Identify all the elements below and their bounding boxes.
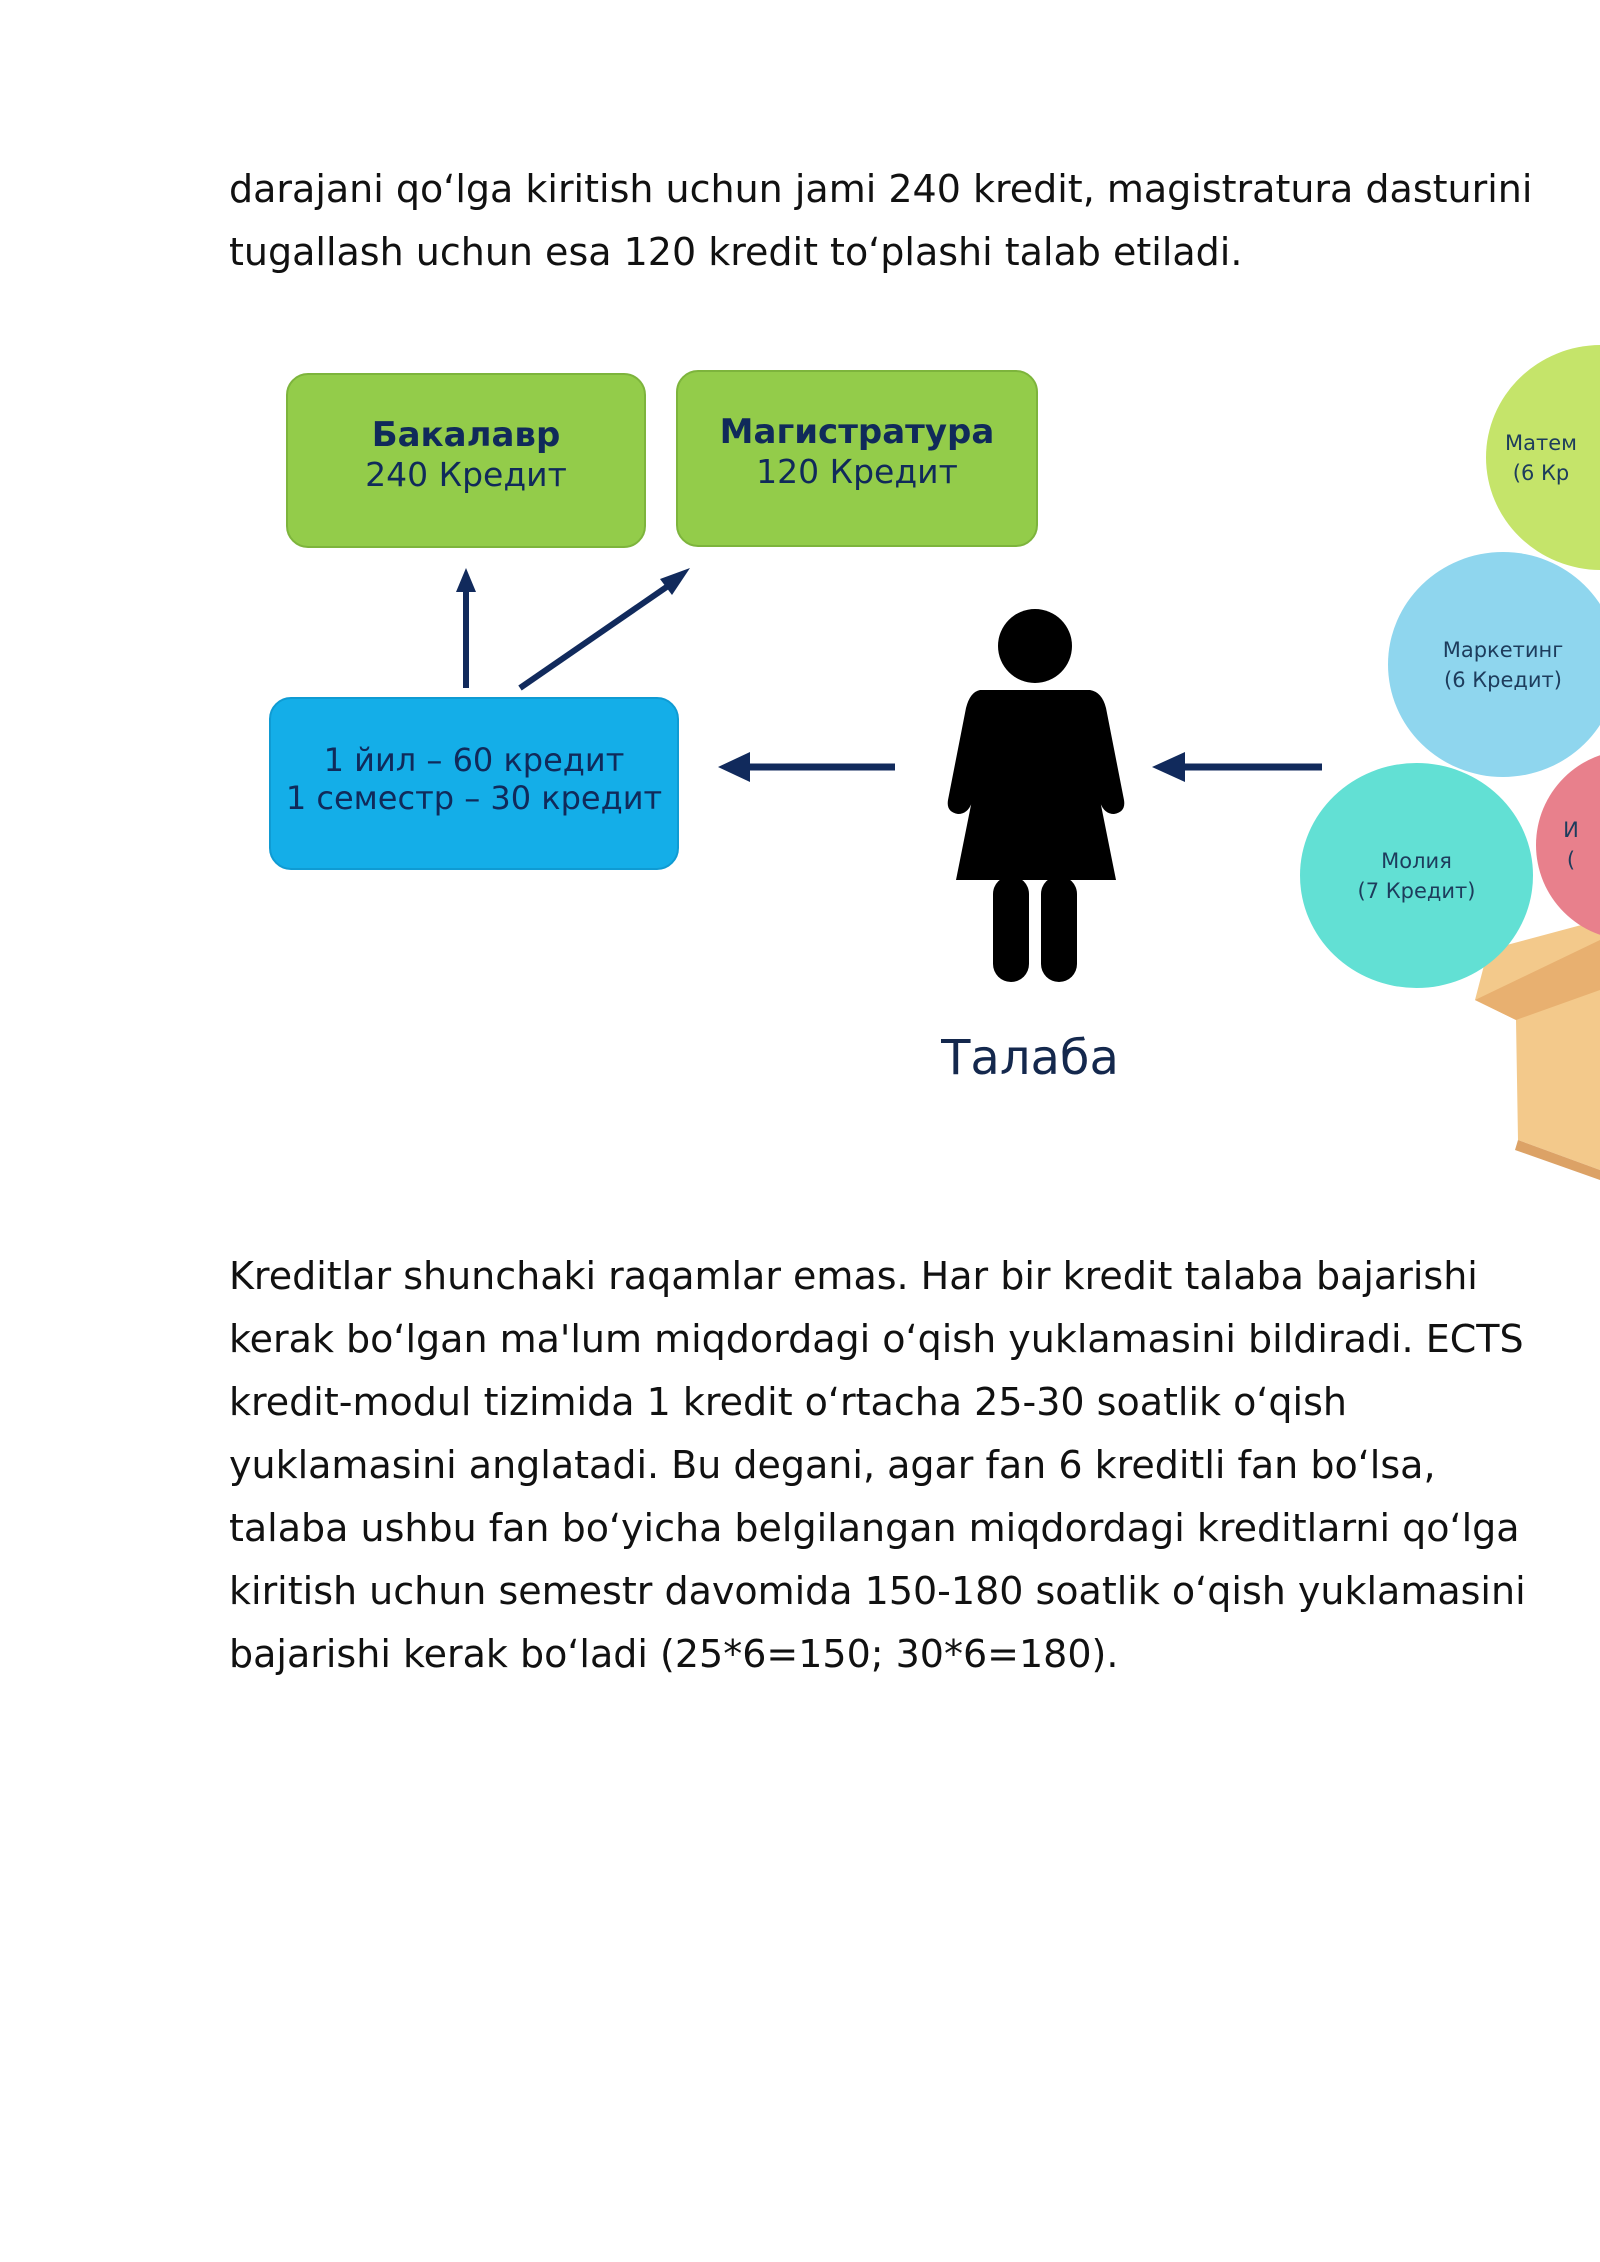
subject-name: Молия bbox=[1381, 848, 1452, 873]
subject-credits: (6 Кредит) bbox=[1444, 667, 1562, 692]
bachelor-credits: 240 Кредит bbox=[365, 455, 567, 494]
bachelor-box: Бакалавр 240 Кредит bbox=[286, 373, 646, 548]
arrow-diagonal-icon bbox=[518, 568, 690, 691]
master-title: Магистратура bbox=[719, 412, 995, 452]
subject-circle-math: Матем (6 Кр bbox=[1486, 345, 1600, 570]
box-stack-illustration bbox=[1475, 920, 1600, 1180]
semester-credits-line: 1 семестр – 30 кредит bbox=[285, 779, 663, 817]
master-box: Магистратура 120 Кредит bbox=[676, 370, 1038, 547]
year-credits-box: 1 йил – 60 кредит 1 семестр – 30 кредит bbox=[269, 697, 679, 870]
subject-credits: (6 Кр bbox=[1512, 460, 1570, 485]
subject-credits: (7 Кредит) bbox=[1357, 878, 1476, 903]
credit-diagram: Бакалавр 240 Кредит Магистратура 120 Кре… bbox=[0, 300, 1600, 1200]
text-line: bajarishi kerak bo‘ladi (25*6=150; 30*6=… bbox=[229, 1632, 1119, 1676]
text-line: darajani qo‘lga kiritish uchun jami 240 … bbox=[229, 167, 1533, 211]
master-credits: 120 Кредит bbox=[756, 452, 958, 491]
bachelor-title: Бакалавр bbox=[371, 415, 561, 455]
text-line: kiritish uchun semestr davomida 150-180 … bbox=[229, 1569, 1526, 1613]
subject-circle-finance: Молия (7 Кредит) bbox=[1300, 763, 1533, 988]
arrow-up-icon bbox=[456, 568, 476, 688]
text-line: yuklamasini anglatadi. Bu degani, agar f… bbox=[229, 1443, 1436, 1487]
student-icon bbox=[947, 609, 1125, 982]
text-line: kredit-modul tizimida 1 kredit o‘rtacha … bbox=[229, 1380, 1347, 1424]
body-paragraph: Kreditlar shunchaki raqamlar emas. Har b… bbox=[229, 1245, 1529, 1686]
subject-name: Маркетинг bbox=[1442, 637, 1564, 662]
text-line: Kreditlar shunchaki raqamlar emas. Har b… bbox=[229, 1254, 1478, 1298]
arrow-left-icon bbox=[718, 752, 895, 782]
arrow-left-icon bbox=[1152, 752, 1322, 782]
student-label: Талаба bbox=[941, 1030, 1119, 1086]
text-line: kerak bo‘lgan ma'lum miqdordagi o‘qish y… bbox=[229, 1317, 1524, 1361]
diagram-canvas bbox=[456, 568, 1600, 1180]
intro-paragraph: darajani qo‘lga kiritish uchun jami 240 … bbox=[229, 158, 1533, 284]
subject-name: И bbox=[1563, 818, 1579, 842]
text-line: talaba ushbu fan bo‘yicha belgilangan mi… bbox=[229, 1506, 1520, 1550]
text-line: tugallash uchun esa 120 kredit to‘plashi… bbox=[229, 230, 1243, 274]
subject-circle-marketing: Маркетинг (6 Кредит) bbox=[1388, 552, 1600, 777]
subject-credits: ( bbox=[1566, 848, 1576, 872]
year-credits-line: 1 йил – 60 кредит bbox=[323, 741, 625, 779]
subject-name: Матем bbox=[1505, 430, 1577, 455]
